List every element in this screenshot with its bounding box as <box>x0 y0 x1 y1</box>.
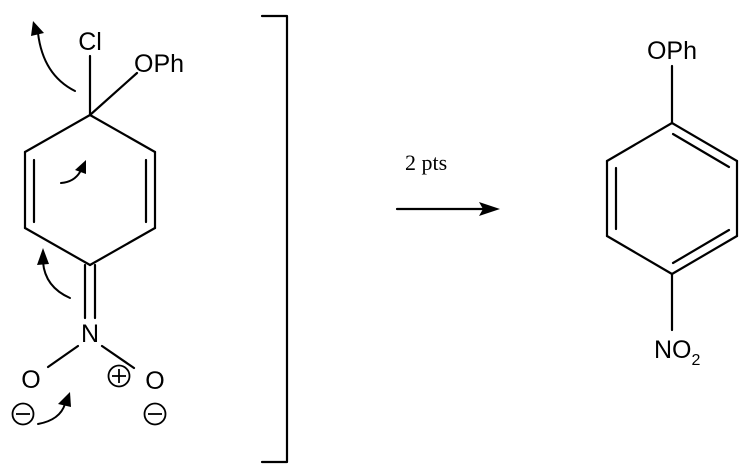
reaction-arrow-label: 2 pts <box>405 150 447 175</box>
reaction-arrow: 2 pts <box>395 150 500 216</box>
negative-charge-right-icon <box>143 402 167 426</box>
reactant-ring-bonds <box>23 113 157 267</box>
product-structure: OPh NO2 <box>605 37 739 369</box>
product-phenoxy-label: OPh <box>647 37 697 65</box>
chlorine-label: Cl <box>78 28 102 56</box>
bond-c1-oph <box>88 71 139 117</box>
product-bond-c4-c5 <box>605 234 674 276</box>
product-bond-c3-c4 <box>670 234 739 276</box>
bond-c4-c5 <box>23 226 92 267</box>
product-bond-c1-c2-inner <box>671 132 731 169</box>
bond-n-o-left <box>46 344 80 369</box>
product-bond-c1-c2 <box>670 121 739 163</box>
reaction-arrow-head-icon <box>479 202 500 216</box>
bond-c3-c4 <box>88 226 157 267</box>
electron-arrow-to-ring-icon <box>37 248 71 299</box>
phenoxy-label: OPh <box>134 50 184 78</box>
oxygen-left-label: O <box>21 366 40 394</box>
nitrogen-label: N <box>81 320 99 348</box>
electron-arrow-ring-bond-icon <box>60 160 86 184</box>
product-bond-c3-c4-inner <box>671 228 731 265</box>
oxygen-right-label: O <box>145 367 164 395</box>
bond-n-o-right <box>100 344 136 370</box>
bond-c6-c1 <box>23 113 92 154</box>
product-nitro-prefix: NO <box>654 336 692 364</box>
electron-arrow-oxide-icon <box>37 392 71 425</box>
electron-arrow-cl-leaving-icon <box>31 21 76 92</box>
positive-charge-icon <box>107 364 131 388</box>
product-ring-bonds <box>605 121 739 276</box>
negative-charge-left-icon <box>11 402 35 426</box>
product-nitro-label: NO2 <box>654 336 701 369</box>
reactant-structure: Cl OPh N O O <box>11 21 184 426</box>
closing-bracket <box>260 14 289 464</box>
product-bond-c6-c1 <box>605 121 674 163</box>
bond-c1-c2 <box>88 113 157 154</box>
product-nitro-subscript: 2 <box>692 352 701 369</box>
